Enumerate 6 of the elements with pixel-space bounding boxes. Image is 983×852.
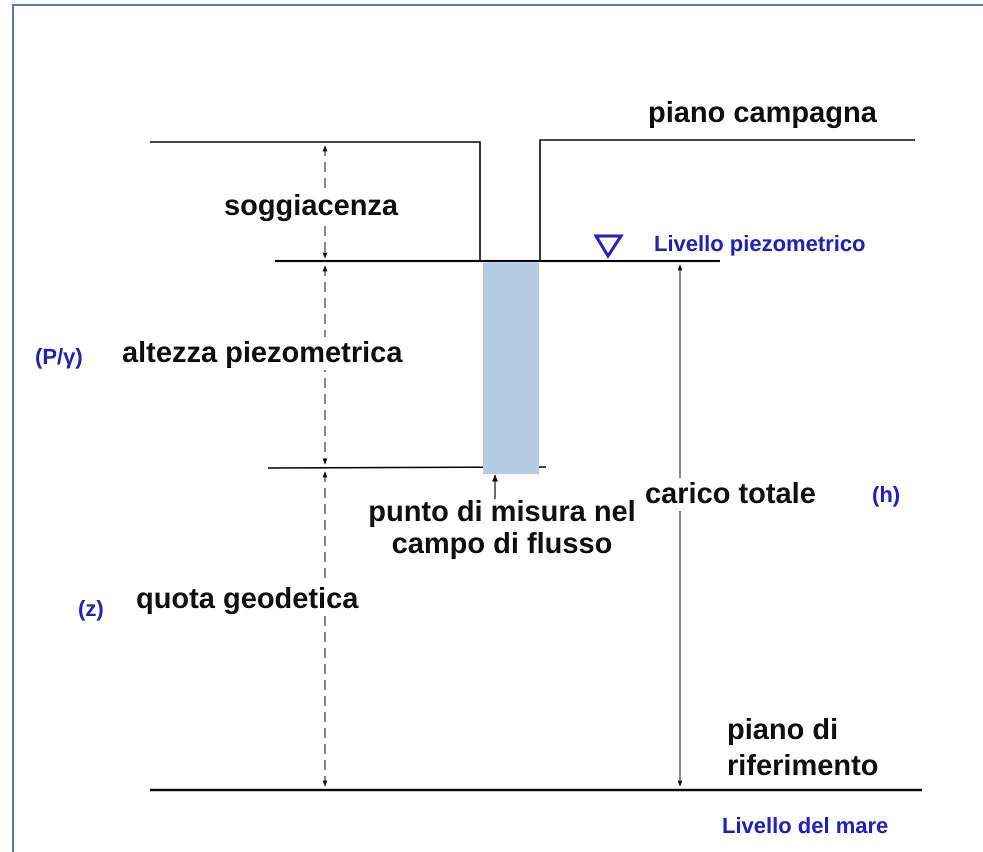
dimension-label: quota geodetica (136, 583, 358, 616)
leader-arrow (492, 474, 498, 499)
water-column-bar (483, 262, 539, 474)
dimension-label: carico totale (645, 478, 816, 511)
dimension-label: altezza piezometrica (122, 337, 402, 370)
measuring-point-label: punto di misura nel campo di flusso (362, 496, 642, 560)
